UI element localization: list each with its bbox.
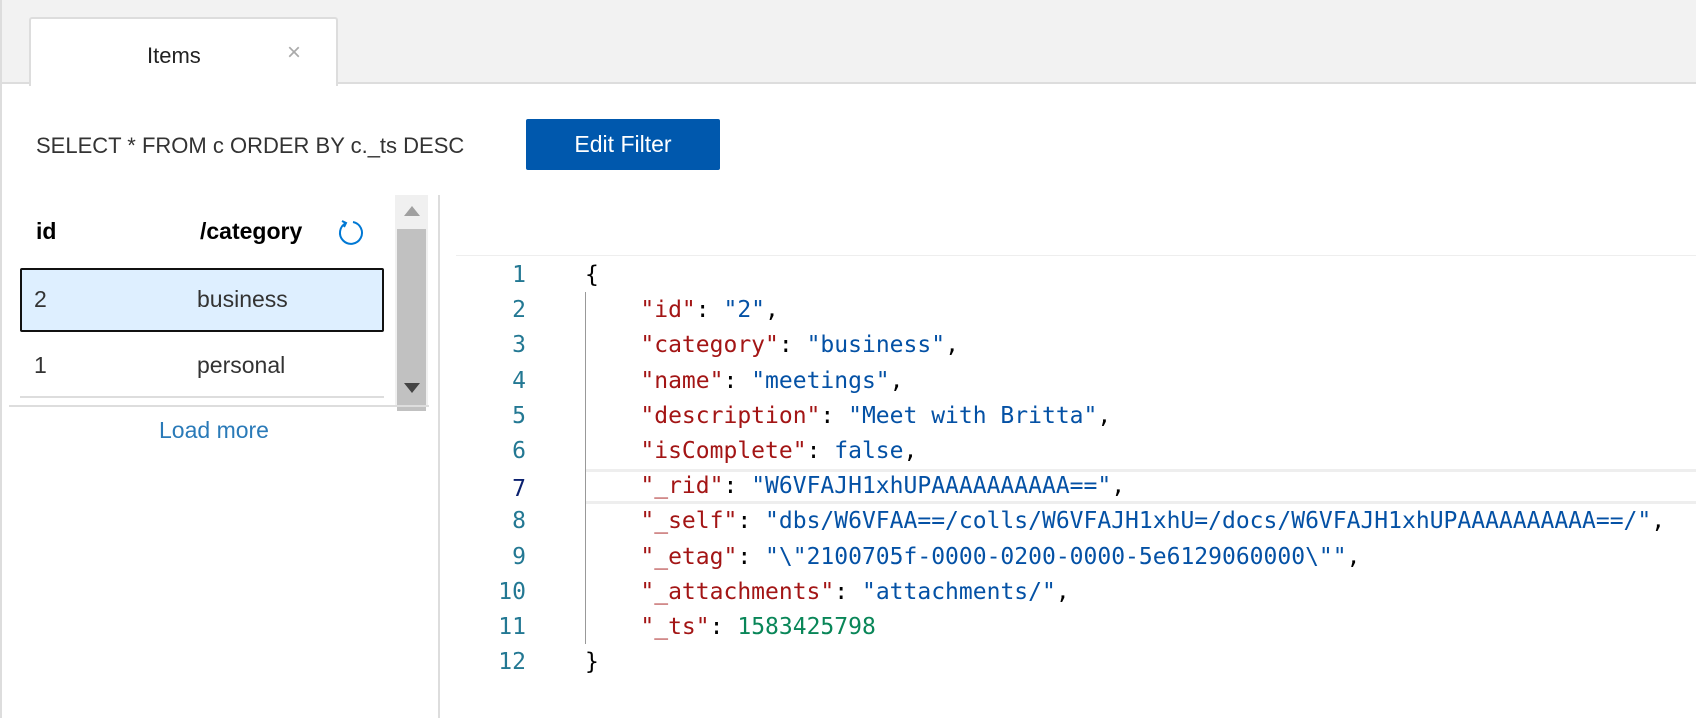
line-number: 2 [512,297,526,324]
code-line[interactable]: 3 "category": "business", [456,328,1696,363]
json-key: "_etag" [640,543,738,570]
line-number: 4 [512,367,526,394]
close-icon[interactable]: × [287,39,302,66]
json-key: "name" [640,367,724,394]
column-header-id[interactable]: id [36,218,57,244]
line-number: 3 [512,332,526,359]
json-editor[interactable]: 1{2 "id": "2",3 "category": "business",4… [456,255,1696,718]
json-value: "business" [806,332,946,359]
code-line[interactable]: 8 "_self": "dbs/W6VFAA==/colls/W6VFAJH1x… [456,504,1696,539]
scroll-down-icon[interactable] [404,383,420,393]
line-number: 5 [512,402,526,429]
code-line[interactable]: 10 "_attachments": "attachments/", [456,575,1696,610]
code-line[interactable]: 9 "_etag": "\"2100705f-0000-0200-0000-5e… [456,540,1696,575]
divider [20,396,384,398]
code-text: } [585,649,599,676]
code-text: "_rid": "W6VFAJH1xhUPAAAAAAAAAA==", [640,473,1126,500]
line-number: 12 [498,649,526,676]
code-text: "_etag": "\"2100705f-0000-0200-0000-5e61… [640,543,1361,570]
json-key: "_rid" [640,473,724,500]
query-text: SELECT * FROM c ORDER BY c._ts DESC [36,133,465,158]
code-text: "description": "Meet with Britta", [640,402,1112,429]
divider [0,84,2,718]
code-text: "isComplete": false, [640,438,918,464]
code-line[interactable]: 7 "_rid": "W6VFAJH1xhUPAAAAAAAAAA==", [512,469,1696,505]
line-number: 1 [512,262,526,288]
code-text: "category": "business", [640,332,959,359]
load-more-link[interactable]: Load more [159,417,269,443]
json-value: "\"2100705f-0000-0200-0000-5e6129060000\… [765,543,1347,570]
json-key: "description" [640,402,821,429]
code-line[interactable]: 11 "_ts": 1583425798 [456,610,1696,645]
code-line[interactable]: 2 "id": "2", [456,293,1696,328]
tab-label: Items [147,43,201,68]
cell-id: 2 [34,286,47,312]
tab-strip: Items × [0,0,1696,86]
json-key: "_self" [640,508,738,535]
line-number: 10 [498,578,526,605]
scrollbar[interactable] [395,195,428,411]
splitter[interactable] [438,195,440,718]
json-key: "id" [640,297,696,324]
json-key: "_ts" [640,614,710,640]
json-value: "2" [723,297,766,324]
json-key: "category" [640,332,779,359]
divider [9,405,429,407]
line-number: 7 [512,476,526,503]
code-line[interactable]: 1{ [456,258,1696,293]
code-text: "_self": "dbs/W6VFAA==/colls/W6VFAJH1xhU… [640,508,1666,535]
line-number: 11 [498,614,526,640]
code-line[interactable]: 12} [456,645,1696,680]
code-line[interactable]: 5 "description": "Meet with Britta", [456,399,1696,434]
line-number: 9 [512,543,526,570]
json-value: "W6VFAJH1xhUPAAAAAAAAAA==" [751,473,1112,500]
code-text: "_attachments": "attachments/", [640,578,1070,605]
cell-id: 1 [34,352,47,378]
code-line[interactable]: 4 "name": "meetings", [456,364,1696,399]
tab-items[interactable]: Items × [29,17,338,86]
line-number: 8 [512,508,526,535]
table-row[interactable]: 1 personal [20,334,384,398]
cell-category: personal [197,352,286,378]
json-key: "_attachments" [640,578,835,605]
indent-guide [585,292,586,644]
code-text: "id": "2", [640,297,779,324]
code-line[interactable]: 6 "isComplete": false, [456,434,1696,469]
json-value: "dbs/W6VFAA==/colls/W6VFAJH1xhU=/docs/W6… [765,508,1652,535]
line-number: 6 [512,438,526,464]
code-text: "_ts": 1583425798 [640,614,876,640]
code-text: { [585,262,599,288]
table-row[interactable]: 2 business [20,268,384,332]
json-value: "meetings" [751,367,890,394]
json-value: "Meet with Britta" [848,402,1098,429]
scroll-up-icon[interactable] [404,206,420,216]
edit-filter-button[interactable]: Edit Filter [526,119,720,170]
column-header-category[interactable]: /category [200,218,303,244]
json-value: false [834,438,904,464]
refresh-icon[interactable] [336,218,366,248]
json-value: 1583425798 [737,614,876,640]
json-key: "isComplete" [640,438,807,464]
json-value: "attachments/" [861,578,1056,605]
scrollbar-thumb[interactable] [397,229,426,411]
code-text: "name": "meetings", [640,367,904,394]
cell-category: business [197,286,288,312]
